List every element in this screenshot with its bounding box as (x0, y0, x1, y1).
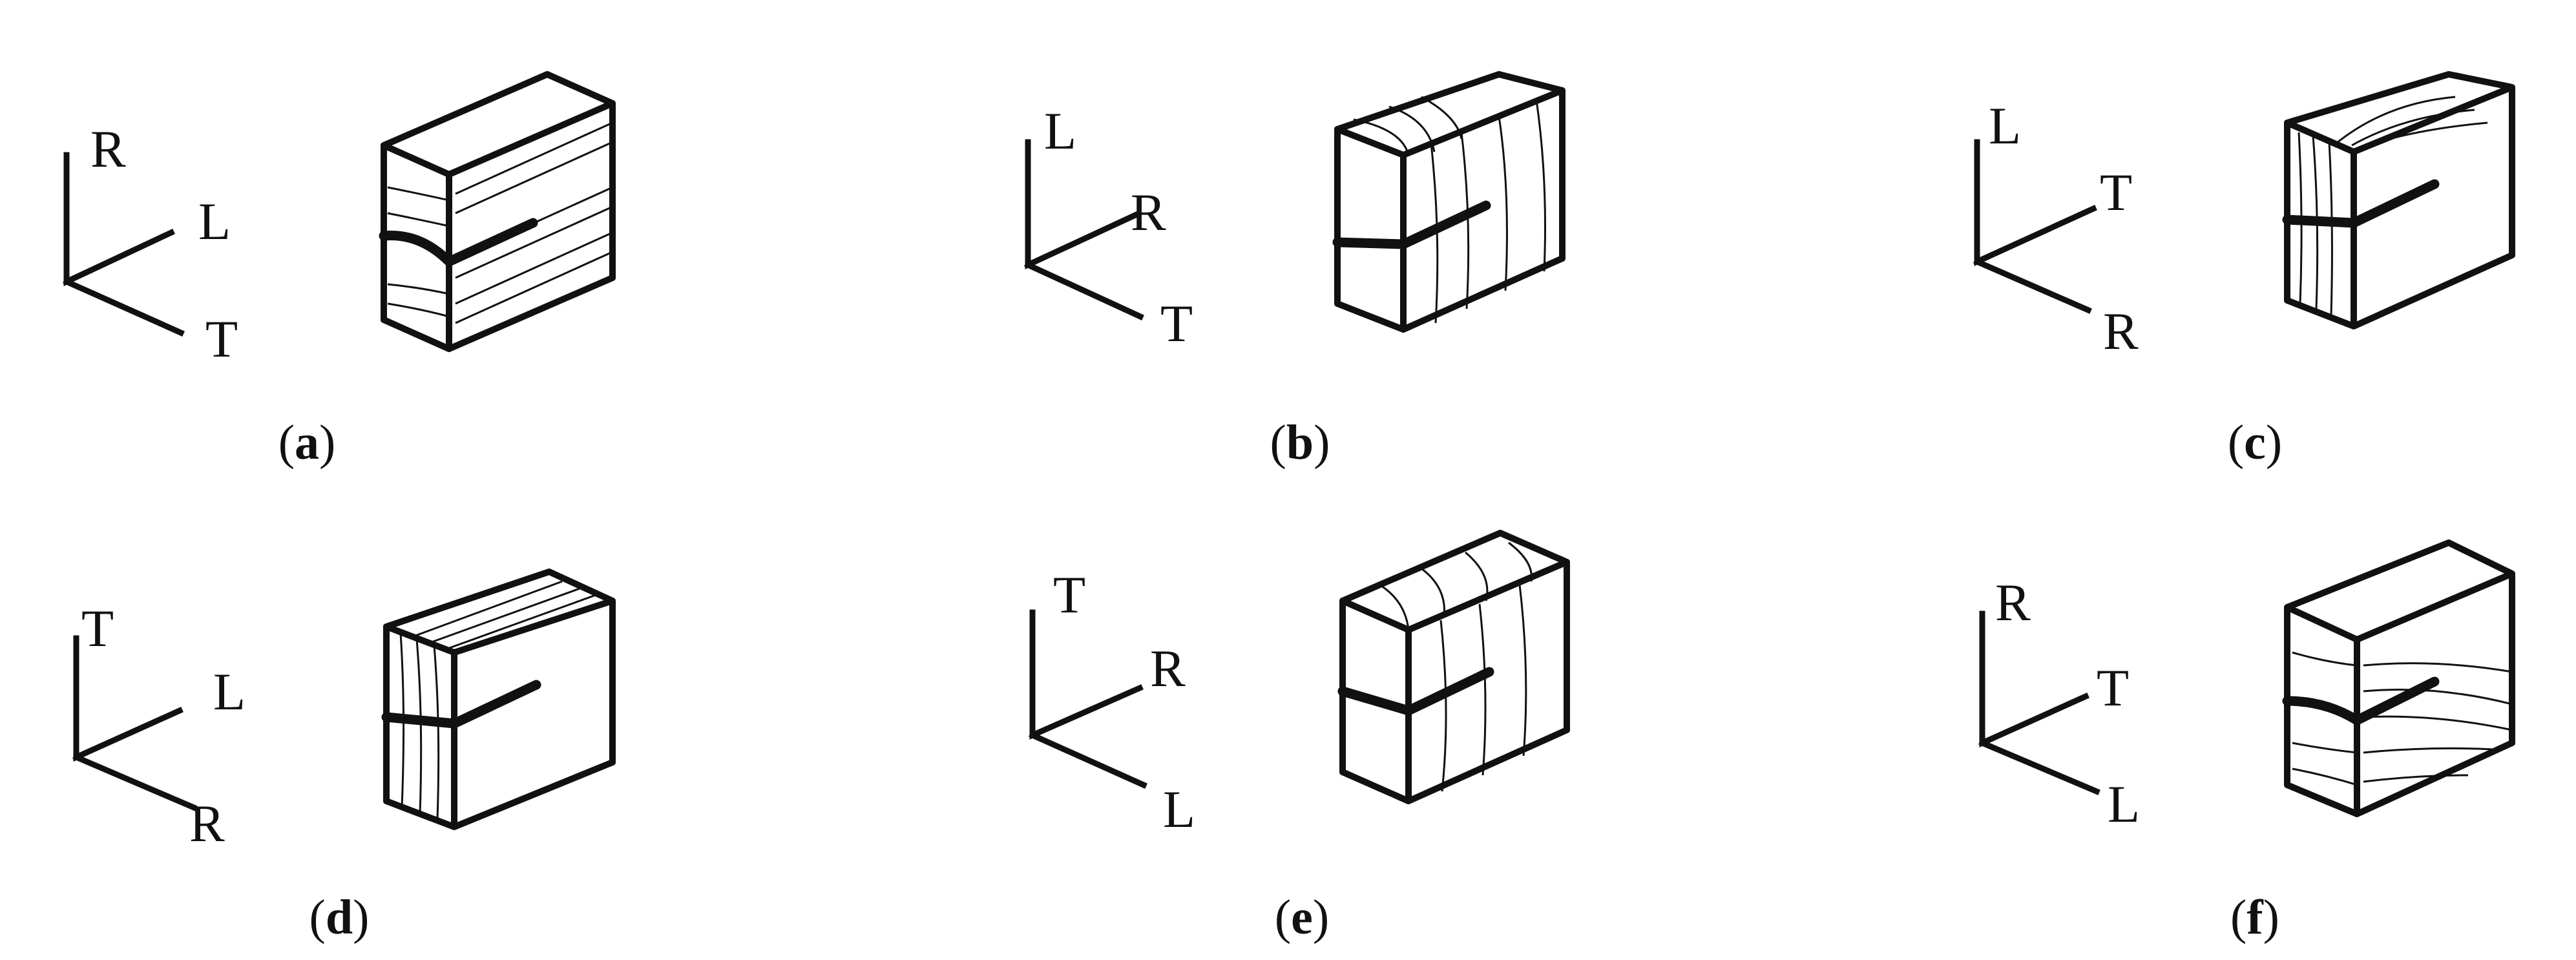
caption-d: (d) (309, 890, 370, 944)
axis-label-vertical: L (1044, 101, 1076, 160)
caption-c: (c) (2228, 415, 2282, 470)
axis-label-diagonal-down: R (189, 794, 225, 853)
axis-label-vertical: T (81, 599, 114, 658)
panel-b: L R T (b) (1024, 71, 1565, 470)
axis-label-vertical: R (1995, 573, 2031, 632)
axis-triad-c: L T R (1973, 96, 2139, 360)
panel-f: R T L (f) (1978, 539, 2515, 944)
panel-a: R L T (a) (63, 71, 616, 470)
axis-label-diagonal-up: L (213, 662, 246, 721)
panel-e: T R L (e) (1029, 530, 1570, 944)
wood-specimen-c (2282, 71, 2515, 329)
caption-b: (b) (1270, 415, 1330, 470)
wood-specimen-f (2282, 539, 2515, 817)
axis-label-diagonal-up: T (2100, 163, 2132, 222)
wood-specimen-a (379, 71, 616, 352)
axis-label-diagonal-down: L (1163, 780, 1195, 839)
axis-label-diagonal-up: R (1131, 183, 1166, 242)
caption-a: (a) (278, 415, 336, 470)
axis-triad-e: T R L (1029, 565, 1195, 839)
wood-specimen-b (1332, 71, 1565, 333)
caption-e: (e) (1275, 890, 1329, 944)
axis-label-vertical: T (1053, 565, 1085, 624)
axis-label-diagonal-down: T (205, 309, 238, 368)
axis-triad-b: L R T (1024, 101, 1193, 353)
axis-label-diagonal-up: T (2097, 658, 2129, 717)
wood-specimen-e (1337, 530, 1570, 804)
panel-d: T L R (d) (72, 569, 616, 944)
axis-triad-f: R T L (1978, 573, 2140, 833)
axis-label-diagonal-down: L (2108, 775, 2140, 833)
wood-specimen-d (381, 569, 616, 830)
axis-label-vertical: R (90, 120, 126, 178)
axis-label-diagonal-down: T (1160, 294, 1193, 353)
axis-label-diagonal-up: R (1150, 639, 1186, 698)
axis-triad-a: R L T (63, 120, 238, 368)
caption-f: (f) (2230, 890, 2279, 944)
panel-c: L T R (c) (1973, 71, 2515, 470)
axis-label-diagonal-up: L (198, 192, 231, 251)
axis-triad-d: T L R (72, 599, 246, 853)
axis-label-diagonal-down: R (2103, 302, 2139, 360)
axis-label-vertical: L (1989, 96, 2021, 155)
